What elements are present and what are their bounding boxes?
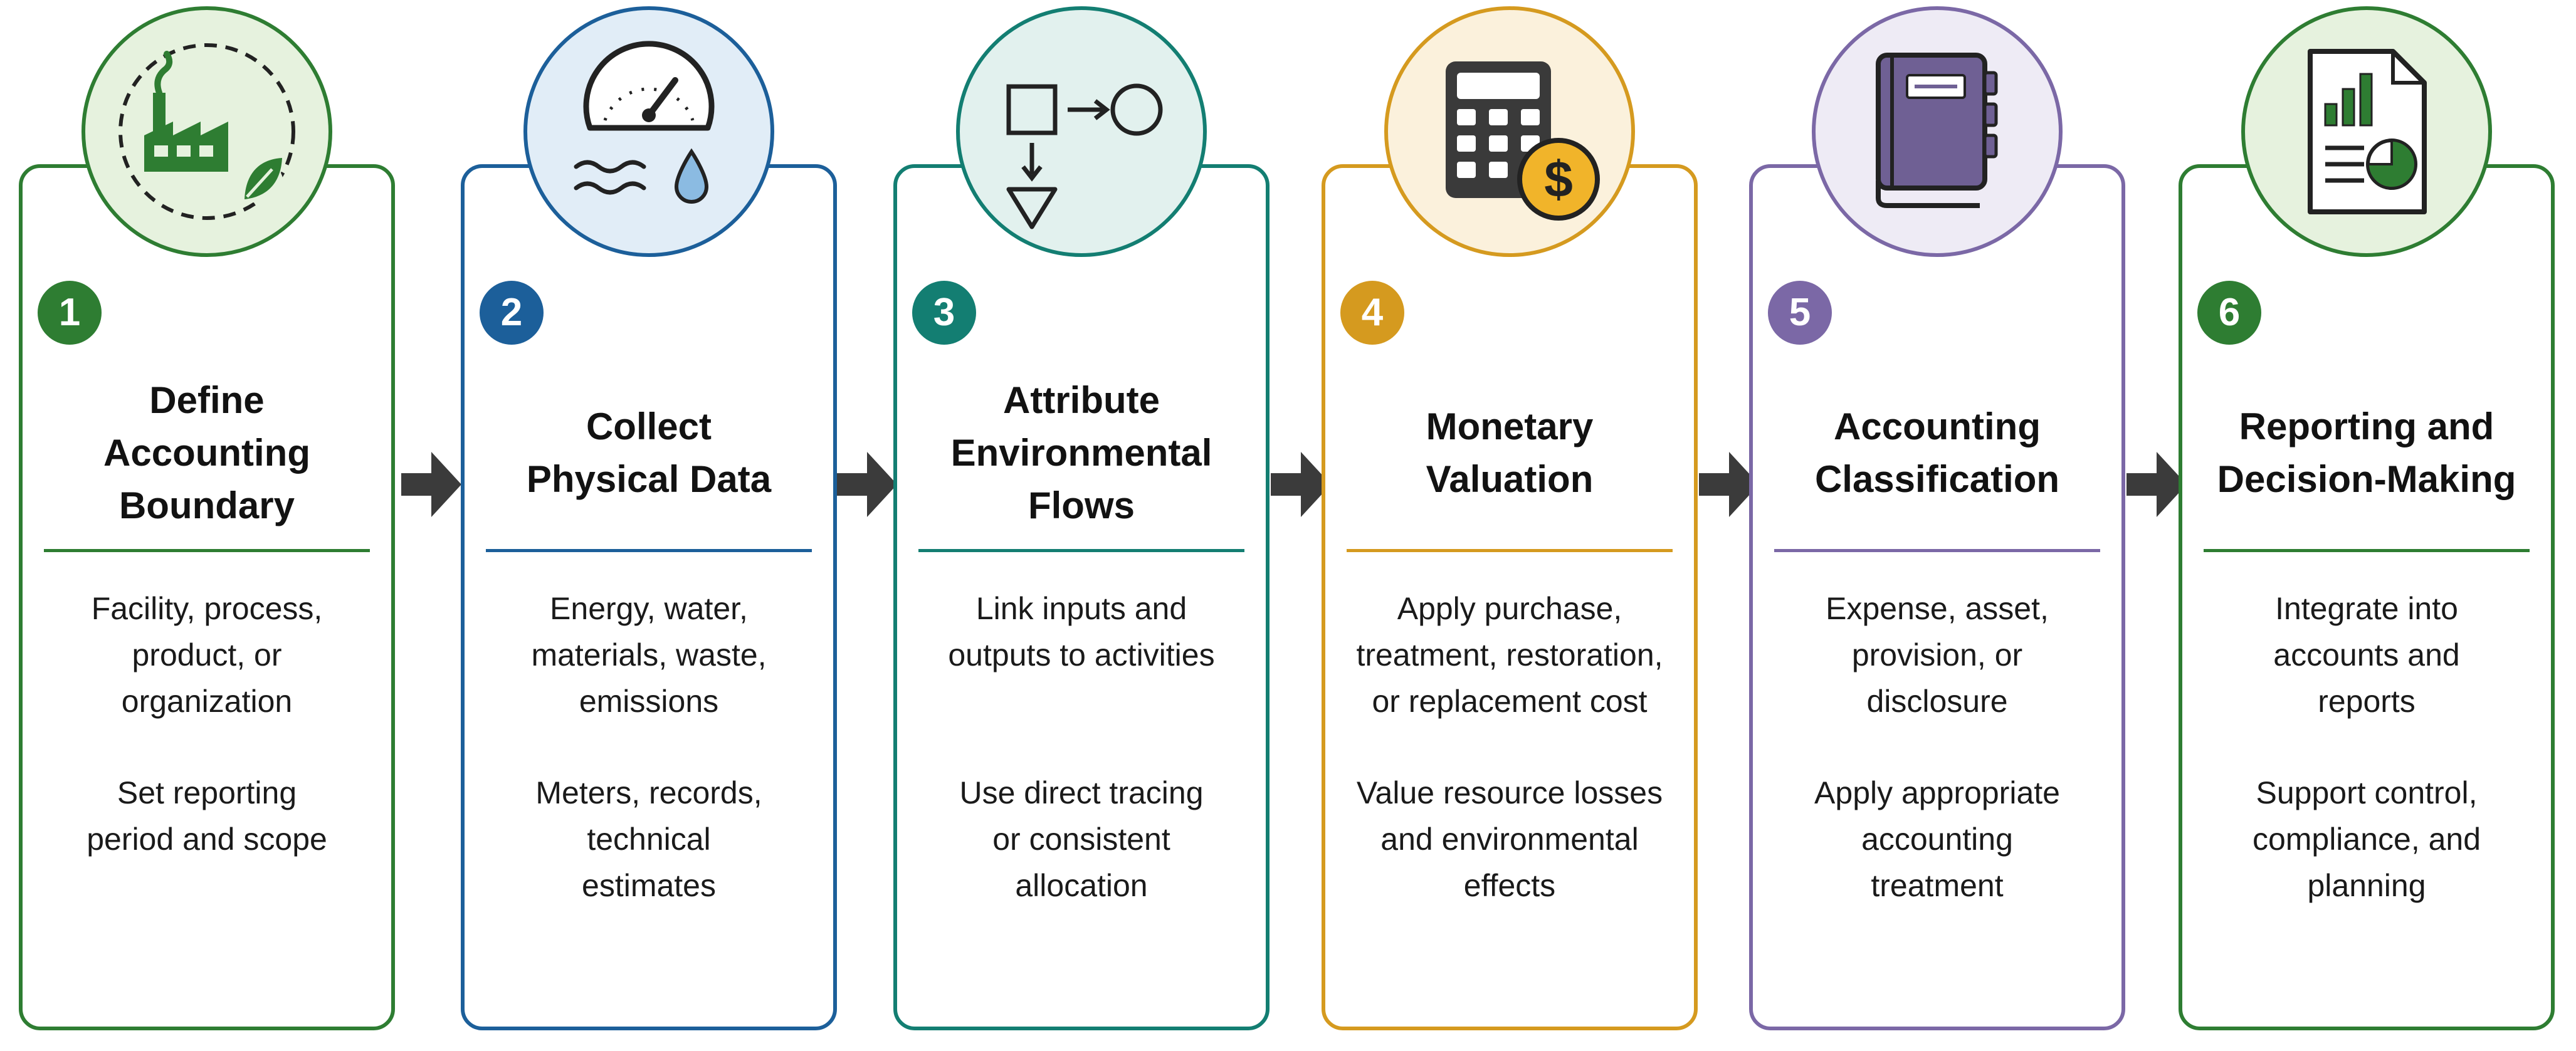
step-description-primary: Facility, process, product, or organizat… — [91, 591, 323, 719]
step-card-1: Define Accounting Boundary Facility, pro… — [19, 164, 395, 1030]
step-description-secondary: Apply appropriate accounting treatment — [1814, 775, 2060, 903]
step-number-badge: 2 — [480, 281, 544, 345]
arrow-right-icon — [837, 452, 897, 517]
step-description-primary: Link inputs and outputs to activities — [948, 591, 1215, 672]
step-divider — [1774, 549, 2100, 552]
step-description-secondary: Value resource losses and environmental … — [1356, 775, 1663, 903]
step-divider — [2204, 549, 2530, 552]
step-description-primary: Expense, asset, provision, or disclosure — [1826, 591, 2049, 719]
arrow-right-icon — [401, 452, 461, 517]
step-title: Monetary Valuation — [1426, 405, 1594, 500]
step-description-secondary: Support control, compliance, and plannin… — [2252, 775, 2481, 903]
step-number-badge: 3 — [912, 281, 976, 345]
step-divider — [486, 549, 812, 552]
arrow-right-icon — [1699, 452, 1759, 517]
step-card-6: Reporting and Decision-Making Integrate … — [2179, 164, 2555, 1030]
step-title: Accounting Classification — [1814, 405, 2060, 500]
step-title: Collect Physical Data — [526, 405, 772, 500]
step-description-secondary: Meters, records, technical estimates — [535, 775, 762, 903]
ledger-book-icon — [1812, 6, 2063, 257]
step-divider — [1347, 549, 1673, 552]
factory-leaf-icon — [81, 6, 332, 257]
step-divider — [44, 549, 370, 552]
step-title: Attribute Environmental Flows — [950, 379, 1212, 526]
report-chart-icon — [2241, 6, 2492, 257]
step-description-primary: Integrate into accounts and reports — [2273, 591, 2460, 719]
step-title: Reporting and Decision-Making — [2217, 405, 2516, 500]
gauge-water-icon — [523, 6, 774, 257]
step-description-primary: Energy, water, materials, waste, emissio… — [531, 591, 767, 719]
arrow-right-icon — [1271, 452, 1331, 517]
svg-text:$: $ — [1544, 151, 1573, 208]
step-description-secondary: Use direct tracing or consistent allocat… — [959, 775, 1204, 903]
step-description-secondary: Set reporting period and scope — [87, 775, 327, 857]
step-number-badge: 1 — [38, 281, 102, 345]
step-title: Define Accounting Boundary — [103, 379, 310, 526]
arrow-right-icon — [2127, 452, 2187, 517]
step-number-badge: 6 — [2197, 281, 2261, 345]
calculator-dollar-icon: $ — [1384, 6, 1635, 257]
step-divider — [918, 549, 1244, 552]
step-number-badge: 4 — [1340, 281, 1404, 345]
step-number-badge: 5 — [1768, 281, 1832, 345]
step-description-primary: Apply purchase, treatment, restoration, … — [1356, 591, 1663, 719]
flow-shapes-icon — [956, 6, 1207, 257]
